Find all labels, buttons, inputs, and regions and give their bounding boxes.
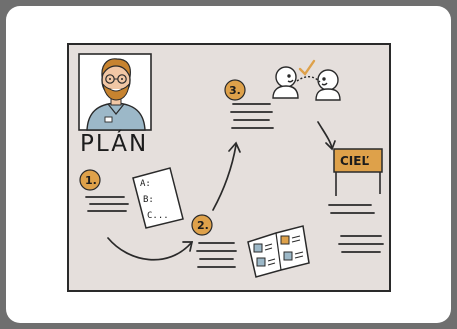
goal-text-lines (328, 204, 384, 253)
checklist-paper (132, 167, 184, 229)
checklist-item-a: A: (140, 179, 151, 189)
goal-sign-label: CIEĽ (340, 154, 370, 168)
step-1-text-lines (85, 196, 129, 212)
arrow-step3-to-goal (317, 121, 336, 151)
step-1-badge (79, 169, 101, 191)
step-3-number: 3. (229, 84, 241, 97)
step-2-number: 2. (197, 219, 209, 232)
goal-flag (333, 148, 383, 196)
step-3-text-lines (230, 103, 274, 129)
step-2-badge (191, 214, 213, 236)
board-title: PLÁN (80, 131, 149, 157)
checklist-item-b: B: (143, 195, 154, 205)
arrow-step2-to-step3 (212, 141, 241, 211)
open-book (247, 225, 310, 278)
step-1-number: 1. (85, 174, 97, 187)
step-3-badge (224, 79, 246, 101)
arrow-step1-to-step2 (107, 237, 194, 261)
step-2-text-lines (196, 242, 237, 268)
checklist-item-c: C... (147, 211, 169, 221)
portrait-frame (78, 53, 152, 131)
two-people-agreeing (272, 59, 341, 101)
